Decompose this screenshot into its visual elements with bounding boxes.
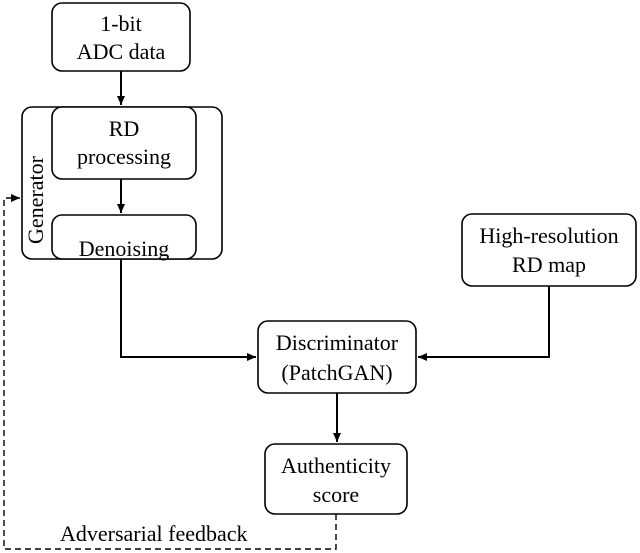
- adc-data-label-line2: ADC data: [77, 39, 166, 64]
- rd-processing-label-line2: processing: [77, 144, 171, 169]
- discriminator-node: Discriminator (PatchGAN): [257, 320, 417, 394]
- authenticity-label-line1: Authenticity: [281, 453, 391, 478]
- high-res-label-line2: RD map: [512, 252, 586, 277]
- edge-high-res-to-discriminator: [418, 286, 550, 361]
- authenticity-label-line2: score: [313, 482, 359, 507]
- discriminator-label-line1: Discriminator: [276, 330, 399, 355]
- adc-data-label-line1: 1-bit: [100, 11, 142, 36]
- rd-processing-label-line1: RD: [109, 116, 140, 141]
- edge-denoising-to-discriminator: [120, 259, 256, 361]
- discriminator-label-line2: (PatchGAN): [281, 360, 392, 385]
- rd-processing-box: [51, 106, 197, 180]
- high-res-rd-map-node: High-resolution RD map: [461, 213, 637, 287]
- adc-data-node: 1-bit ADC data: [51, 2, 191, 72]
- rd-processing-node: RD processing: [51, 106, 197, 180]
- denoising-label: Denoising: [79, 236, 169, 261]
- generator-label: Generator: [23, 155, 48, 244]
- authenticity-score-node: Authenticity score: [264, 443, 408, 515]
- adversarial-feedback-label: Adversarial feedback: [60, 521, 248, 546]
- denoising-box: [51, 214, 197, 260]
- high-res-label-line1: High-resolution: [479, 223, 618, 248]
- edge-adversarial-feedback: [3, 194, 337, 550]
- denoising-node: Denoising: [51, 214, 197, 261]
